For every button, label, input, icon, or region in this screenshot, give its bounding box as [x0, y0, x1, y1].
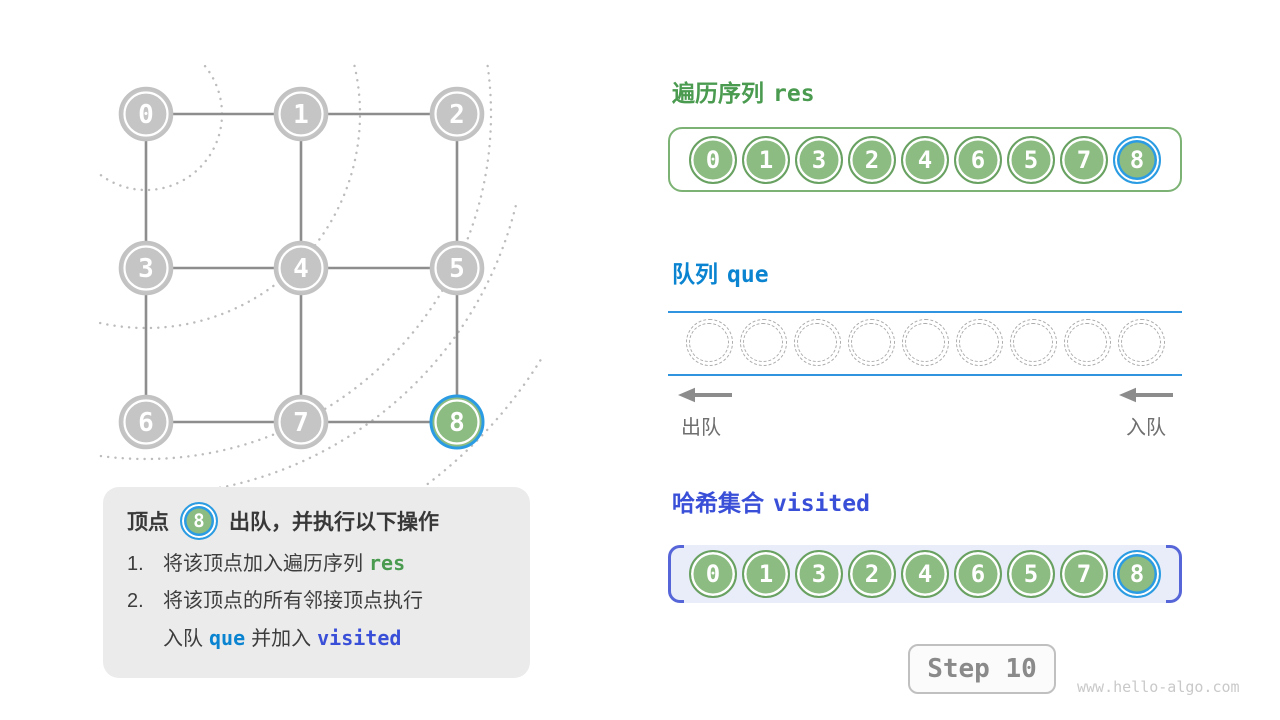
graph-node-0: 0 — [118, 86, 174, 142]
queue-title-zh: 队列 — [672, 261, 718, 287]
queue-empty-slot — [793, 319, 841, 366]
visited-right-bracket — [1166, 545, 1182, 603]
visited-node-0: 0 — [689, 550, 737, 598]
res-node-4: 4 — [901, 135, 949, 184]
info-step-1-text: 将该顶点加入遍历序列 res — [163, 549, 411, 578]
queue-section-title: 队列 que — [672, 255, 769, 289]
visited-node-1: 1 — [742, 550, 790, 598]
queue-empty-slot — [901, 319, 949, 366]
graph-node-5: 5 — [429, 240, 485, 296]
res-node-5: 5 — [1007, 135, 1055, 184]
svg-text:7: 7 — [293, 408, 309, 438]
graph: 0 1 2 3 4 5 6 7 8 — [96, 64, 542, 500]
enqueue-word: 入队 — [163, 628, 203, 650]
res-node-8: 8 — [1113, 135, 1161, 184]
visited-node-2: 2 — [848, 550, 896, 598]
graph-node-3: 3 — [118, 240, 174, 296]
svg-text:5: 5 — [449, 254, 465, 284]
visited-left-bracket — [668, 545, 684, 603]
visited-node-5: 5 — [1007, 550, 1055, 598]
svg-text:4: 4 — [293, 254, 309, 284]
info-step-2-number: 2. — [127, 590, 144, 612]
svg-text:0: 0 — [138, 100, 154, 130]
visited-node-8: 8 — [1113, 550, 1161, 598]
info-step-2-text: 将该顶点的所有邻接顶点执行 — [163, 590, 423, 612]
visited-node-3: 3 — [795, 550, 843, 598]
res-node-7: 7 — [1060, 135, 1108, 184]
res-node-6: 6 — [954, 135, 1002, 184]
svg-text:1: 1 — [293, 100, 309, 130]
bfs-level-arcs — [96, 64, 542, 500]
res-node-1: 1 — [742, 135, 790, 184]
res-title-zh: 遍历序列 — [672, 80, 764, 106]
svg-text:6: 6 — [138, 408, 154, 438]
graph-node-7: 7 — [273, 394, 329, 450]
graph-node-8: 8 — [429, 394, 485, 450]
graph-node-1: 1 — [273, 86, 329, 142]
svg-text:8: 8 — [449, 408, 465, 438]
queue-empty-slot — [847, 319, 895, 366]
visited-section-title: 哈希集合 visited — [672, 484, 870, 518]
res-node-2: 2 — [848, 135, 896, 184]
info-node-badge-value: 8 — [193, 510, 205, 532]
queue-empty-slot — [955, 319, 1003, 366]
step-indicator-label: Step 10 — [927, 654, 1037, 684]
visited-node-6: 6 — [954, 550, 1002, 598]
que-code-token: que — [209, 626, 246, 650]
res-code-token: res — [369, 551, 406, 575]
graph-node-4: 4 — [273, 240, 329, 296]
watermark: www.hello-algo.com — [1077, 678, 1240, 696]
visited-title-code: visited — [773, 491, 870, 517]
queue-slots — [668, 319, 1182, 366]
queue-empty-slot — [1063, 319, 1111, 366]
res-title-code: res — [773, 81, 815, 107]
info-node-badge: 8 — [180, 502, 218, 540]
step-indicator: Step 10 — [908, 644, 1056, 694]
visited-node-4: 4 — [901, 550, 949, 598]
queue-top-line — [668, 311, 1182, 313]
svg-text:3: 3 — [138, 254, 154, 284]
dequeue-label: 出队 — [681, 417, 721, 439]
info-step-2: 2. 将该顶点的所有邻接顶点执行 — [127, 587, 512, 615]
operation-info-box: 顶点 8 出队，并执行以下操作 1. 将该顶点加入遍历序列 res 2. 将该顶点… — [103, 487, 530, 678]
graph-node-2: 2 — [429, 86, 485, 142]
info-title: 顶点 8 出队，并执行以下操作 — [127, 502, 512, 540]
res-node-3: 3 — [795, 135, 843, 184]
enqueue-label: 入队 — [1126, 417, 1166, 439]
dequeue-arrow-icon — [678, 387, 732, 403]
add-word: 并加入 — [251, 628, 312, 650]
info-step-1: 1. 将该顶点加入遍历序列 res — [127, 549, 512, 578]
res-node-0: 0 — [689, 135, 737, 184]
queue-bottom-line — [668, 374, 1182, 376]
visited-title-zh: 哈希集合 — [672, 490, 764, 516]
res-section-title: 遍历序列 res — [672, 74, 815, 108]
visited-node-7: 7 — [1060, 550, 1108, 598]
queue-empty-slot — [1117, 319, 1165, 366]
visited-code-token: visited — [317, 626, 402, 650]
queue-empty-slot — [739, 319, 787, 366]
info-title-suffix: 出队，并执行以下操作 — [229, 511, 439, 534]
graph-node-6: 6 — [118, 394, 174, 450]
queue-empty-slot — [1009, 319, 1057, 366]
queue-empty-slot — [685, 319, 733, 366]
info-step-1-number: 1. — [127, 553, 144, 575]
enqueue-arrow-icon — [1119, 387, 1173, 403]
svg-text:2: 2 — [449, 100, 465, 130]
info-step-1-label: 将该顶点加入遍历序列 — [163, 553, 363, 575]
queue-title-code: que — [727, 262, 769, 288]
info-title-prefix: 顶点 — [127, 511, 169, 534]
